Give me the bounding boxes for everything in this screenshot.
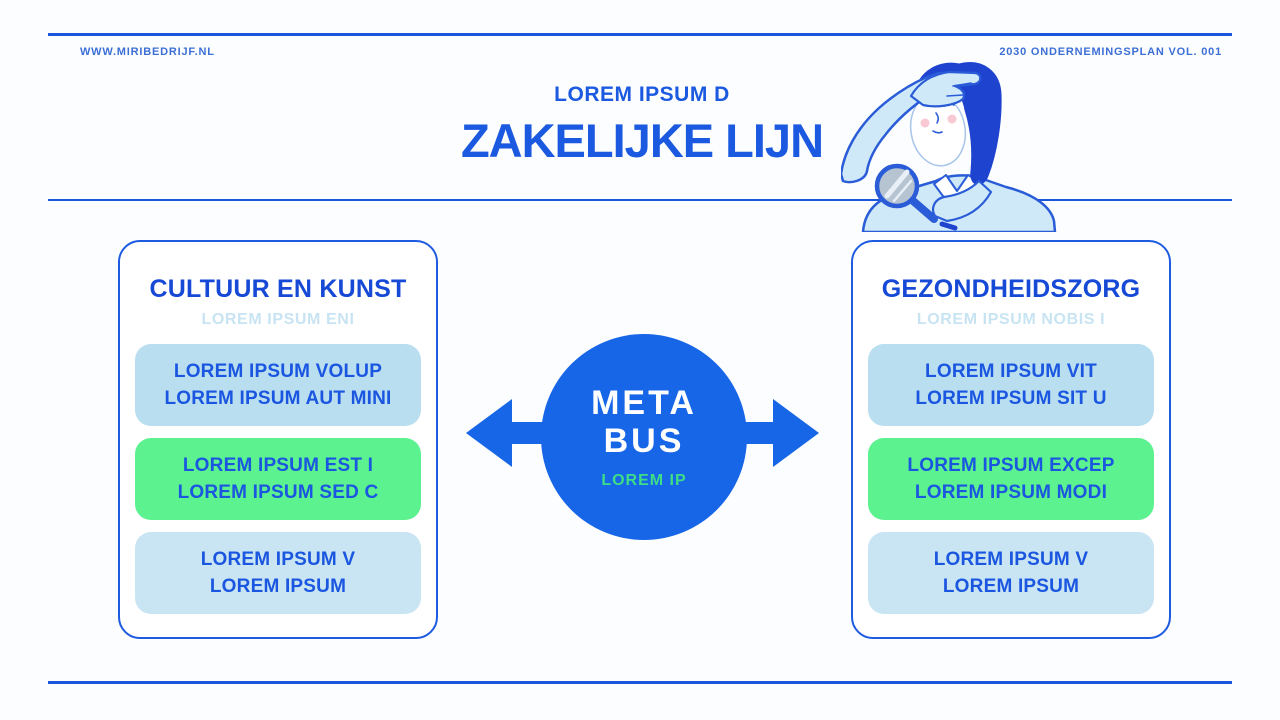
category-card-cultuur-en-kunst: CULTUUR EN KUNST LOREM IPSUM ENI LOREM I… — [118, 240, 438, 639]
list-item-line1: LOREM IPSUM EXCEP — [907, 455, 1115, 476]
hub-title-line1: META — [591, 384, 697, 422]
list-item: LOREM IPSUM V LOREM IPSUM — [868, 532, 1154, 614]
top-divider-line — [48, 33, 1232, 36]
lower-arm — [931, 179, 993, 223]
list-item-line2: LOREM IPSUM MODI — [914, 482, 1108, 503]
edition-label: 2030 ONDERNEMINGSPLAN VOL. 001 — [999, 46, 1222, 58]
list-item-line2: LOREM IPSUM — [942, 576, 1080, 597]
header-divider-line — [48, 199, 1232, 201]
page-kicker: LOREM IPSUM D — [554, 83, 730, 106]
website-url: WWW.MIRIBEDRIJF.NL — [80, 46, 215, 58]
hub-caption: LOREM IP — [601, 472, 687, 489]
card-subtitle: LOREM IPSUM ENI — [201, 311, 355, 328]
list-item-line1: LOREM IPSUM V — [200, 549, 356, 570]
list-item-line2: LOREM IPSUM SED C — [177, 482, 379, 503]
list-item: LOREM IPSUM VIT LOREM IPSUM SIT U — [868, 344, 1154, 426]
list-item-line1: LOREM IPSUM V — [933, 549, 1089, 570]
list-item: LOREM IPSUM VOLUP LOREM IPSUM AUT MINI — [135, 344, 421, 426]
central-hub-circle: META BUS LOREM IP — [541, 334, 747, 540]
nose — [935, 112, 940, 124]
hub-title-line2: BUS — [603, 422, 685, 460]
magnifying-glass-icon — [874, 163, 938, 223]
list-item-line1: LOREM IPSUM VOLUP — [173, 361, 383, 382]
page-title: ZAKELIJKE LIJN — [460, 114, 824, 167]
list-item: LOREM IPSUM EXCEP LOREM IPSUM MODI — [868, 438, 1154, 520]
finger-lines — [946, 82, 972, 97]
mouth — [932, 130, 943, 134]
list-item-line2: LOREM IPSUM AUT MINI — [164, 388, 392, 409]
card-title: GEZONDHEIDSZORG — [881, 275, 1141, 303]
card-item-list: LOREM IPSUM VIT LOREM IPSUM SIT U LOREM … — [868, 344, 1154, 614]
list-item: LOREM IPSUM V LOREM IPSUM — [135, 532, 421, 614]
card-subtitle: LOREM IPSUM NOBIS I — [916, 311, 1106, 328]
category-card-gezondheidszorg: GEZONDHEIDSZORG LOREM IPSUM NOBIS I LORE… — [851, 240, 1171, 639]
list-item-line2: LOREM IPSUM — [209, 576, 347, 597]
thinking-person-illustration — [841, 62, 1057, 232]
list-item-line2: LOREM IPSUM SIT U — [915, 388, 1107, 409]
list-item: LOREM IPSUM EST I LOREM IPSUM SED C — [135, 438, 421, 520]
pen-in-hand — [939, 221, 958, 231]
cheek-right — [947, 114, 957, 124]
list-item-line1: LOREM IPSUM EST I — [182, 455, 374, 476]
card-item-list: LOREM IPSUM VOLUP LOREM IPSUM AUT MINI L… — [135, 344, 421, 614]
list-item-line1: LOREM IPSUM VIT — [925, 361, 1097, 382]
hand-on-forehead — [909, 70, 982, 108]
card-title: CULTUUR EN KUNST — [149, 275, 407, 303]
footer-divider-line — [48, 681, 1232, 684]
cheek-left — [920, 118, 930, 128]
